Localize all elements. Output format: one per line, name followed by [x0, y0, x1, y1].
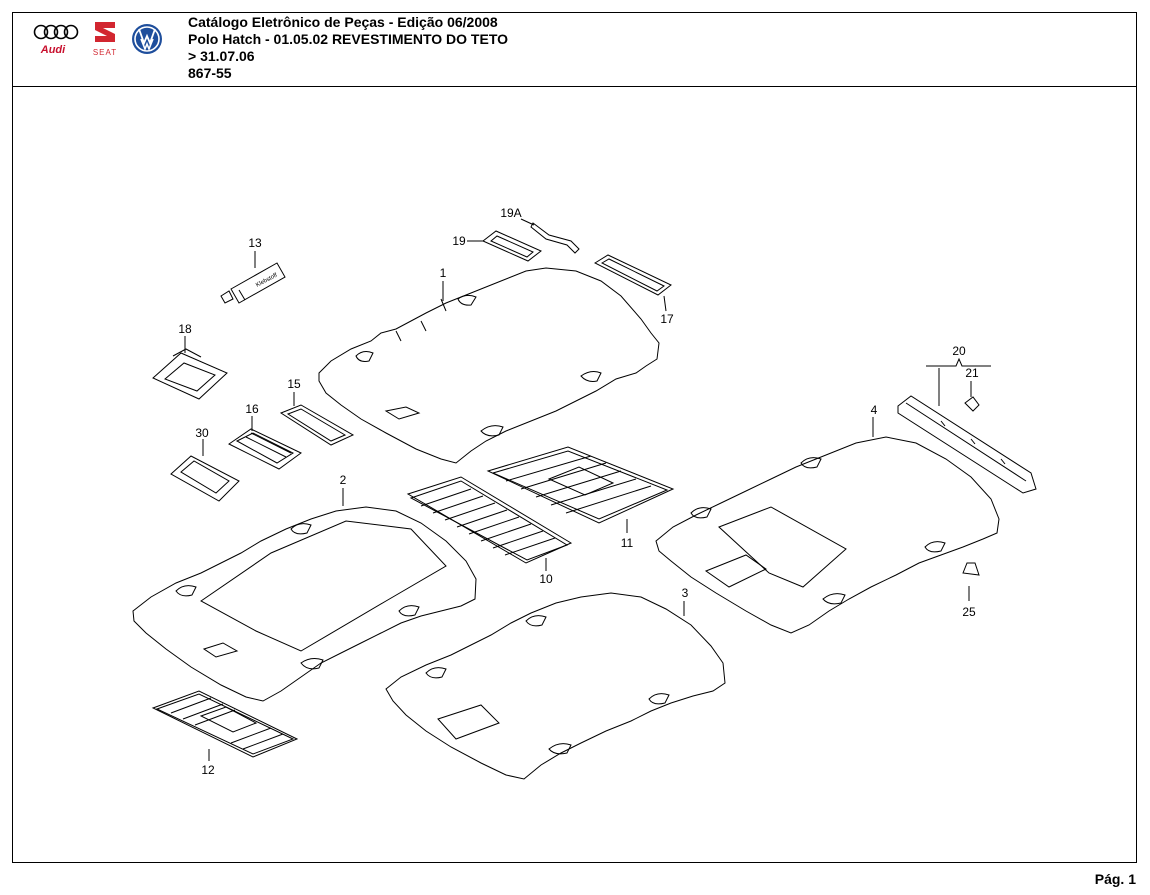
callout-20: 20 [952, 344, 966, 358]
illustration-number: 867-55 [188, 65, 232, 81]
headliner-part-2 [132, 506, 477, 702]
headliner-part-4 [655, 436, 1000, 634]
frame-part-15 [279, 404, 355, 446]
callout-4: 4 [871, 403, 878, 417]
panel-part-11 [486, 446, 675, 524]
light-unit-part-16 [228, 428, 302, 470]
adhesive-tube-part-13: Klebstoff [220, 262, 286, 304]
callout-30: 30 [195, 426, 209, 440]
model-section-title: Polo Hatch - 01.05.02 REVESTIMENTO DO TE… [188, 31, 509, 47]
tray-part-18 [152, 348, 228, 400]
clip-part-25 [962, 562, 980, 576]
callout-21: 21 [965, 366, 979, 380]
date-range: > 31.07.06 [188, 48, 255, 64]
document-title: Catálogo Eletrônico de Peças - Edição 06… [188, 14, 508, 82]
callout-10: 10 [539, 572, 553, 586]
callout-12: 12 [201, 763, 215, 777]
clip-part-21 [964, 396, 980, 412]
headliner-part-3 [385, 592, 726, 780]
callout-19: 19 [452, 234, 466, 248]
lamp-housing-part-30 [170, 455, 240, 502]
callout-17: 17 [660, 312, 674, 326]
header: Audi SEAT Catálogo Eletrônico de Peças -… [13, 13, 1136, 87]
page-number: Pág. 1 [1094, 871, 1136, 887]
panel-part-12 [151, 690, 299, 758]
seat-logo-text: SEAT [93, 48, 117, 57]
seat-logo: SEAT [93, 22, 117, 57]
callout-16: 16 [245, 402, 259, 416]
audi-logo: Audi [33, 24, 79, 56]
headliner-part-1 [318, 267, 660, 464]
brand-logos: Audi SEAT [27, 19, 187, 65]
parts-exploded-diagram: 1 2 3 [13, 87, 1136, 862]
callout-1: 1 [440, 266, 447, 280]
catalog-title: Catálogo Eletrônico de Peças - Edição 06… [188, 14, 498, 30]
callout-2: 2 [340, 473, 347, 487]
callout-19a: 19A [500, 206, 521, 220]
tube-label: Klebstoff [255, 272, 279, 288]
rail-part-20 [897, 395, 1037, 494]
audi-logo-text: Audi [40, 44, 66, 56]
vw-logo [132, 24, 162, 54]
frame-part-19 [482, 230, 542, 262]
page-frame: Audi SEAT Catálogo Eletrônico de Peças -… [12, 12, 1137, 863]
callout-3: 3 [682, 586, 689, 600]
callout-15: 15 [287, 377, 301, 391]
callout-18: 18 [178, 322, 192, 336]
frame-part-17 [593, 254, 672, 296]
callout-11: 11 [621, 536, 634, 550]
callout-25: 25 [962, 605, 976, 619]
panel-part-10 [406, 476, 573, 564]
strip-part-19a [530, 222, 580, 254]
callout-13: 13 [248, 236, 262, 250]
